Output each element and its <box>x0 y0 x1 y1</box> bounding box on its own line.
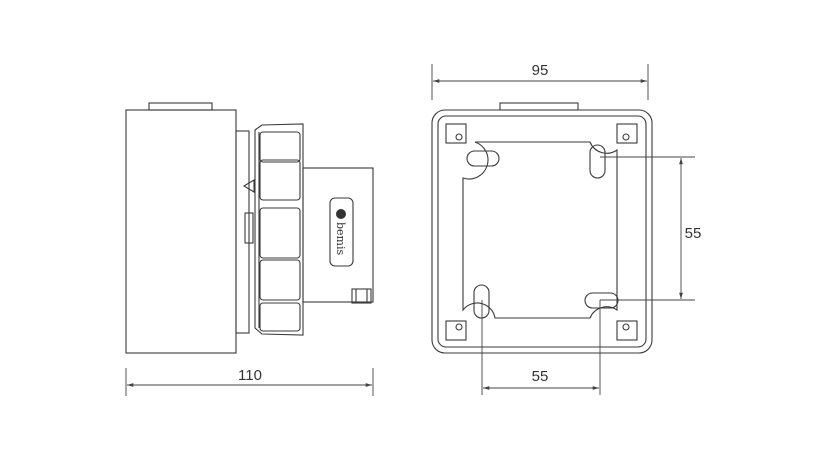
dimension-horizontal-spacing: 55 <box>481 300 601 395</box>
latch-tooth <box>242 179 255 193</box>
dimension-vertical-spacing: 55 <box>600 156 702 301</box>
top-tab <box>499 102 579 111</box>
flange-plate <box>235 130 250 334</box>
ribbed-socket-housing <box>242 123 304 336</box>
outer-frame <box>431 109 653 354</box>
brand-logo-icon <box>336 209 346 219</box>
plug-body <box>302 167 374 303</box>
dimension-depth: 110 <box>125 367 374 396</box>
connector-stub <box>351 288 372 304</box>
mounting-slots <box>466 144 619 319</box>
enclosure-body <box>125 109 237 354</box>
brand-label: bemis <box>334 222 347 256</box>
inner-frame <box>437 115 647 348</box>
width-label: 95 <box>532 62 549 79</box>
top-tab <box>148 102 213 111</box>
dimension-width: 95 <box>431 62 649 100</box>
brand-label-plate <box>329 197 354 267</box>
mounting-plate-outline <box>462 141 618 319</box>
side-clip <box>244 212 254 244</box>
corner-screws <box>445 123 638 341</box>
front-view <box>431 102 653 354</box>
vertical-spacing-label: 55 <box>685 225 702 242</box>
horizontal-spacing-label: 55 <box>532 368 549 385</box>
side-view: bemis <box>125 102 374 354</box>
depth-label: 110 <box>238 367 262 384</box>
